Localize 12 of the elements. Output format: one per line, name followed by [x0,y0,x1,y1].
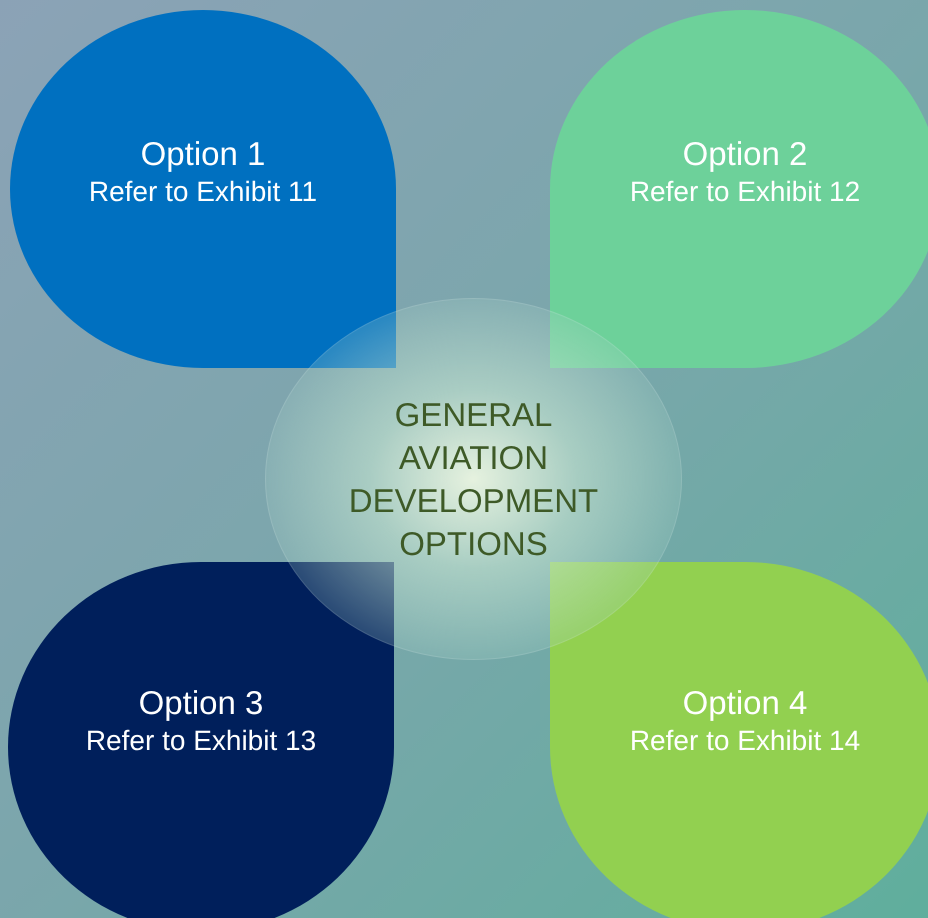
option-title: Option 1 [140,135,266,173]
exhibit-reference: Refer to Exhibit 13 [84,724,318,758]
petal-shape [550,10,928,368]
option-title: Option 4 [682,684,808,722]
petal-shape [550,562,928,918]
exhibit-reference: Refer to Exhibit 11 [88,175,318,209]
option-title: Option 3 [138,684,264,722]
option-title: Option 2 [682,135,808,173]
exhibit-reference: Refer to Exhibit 14 [628,724,862,758]
petal-shape [8,562,394,918]
center-title: GENERAL AVIATION DEVELOPMENT OPTIONS [348,395,600,564]
exhibit-reference: Refer to Exhibit 12 [628,175,862,209]
